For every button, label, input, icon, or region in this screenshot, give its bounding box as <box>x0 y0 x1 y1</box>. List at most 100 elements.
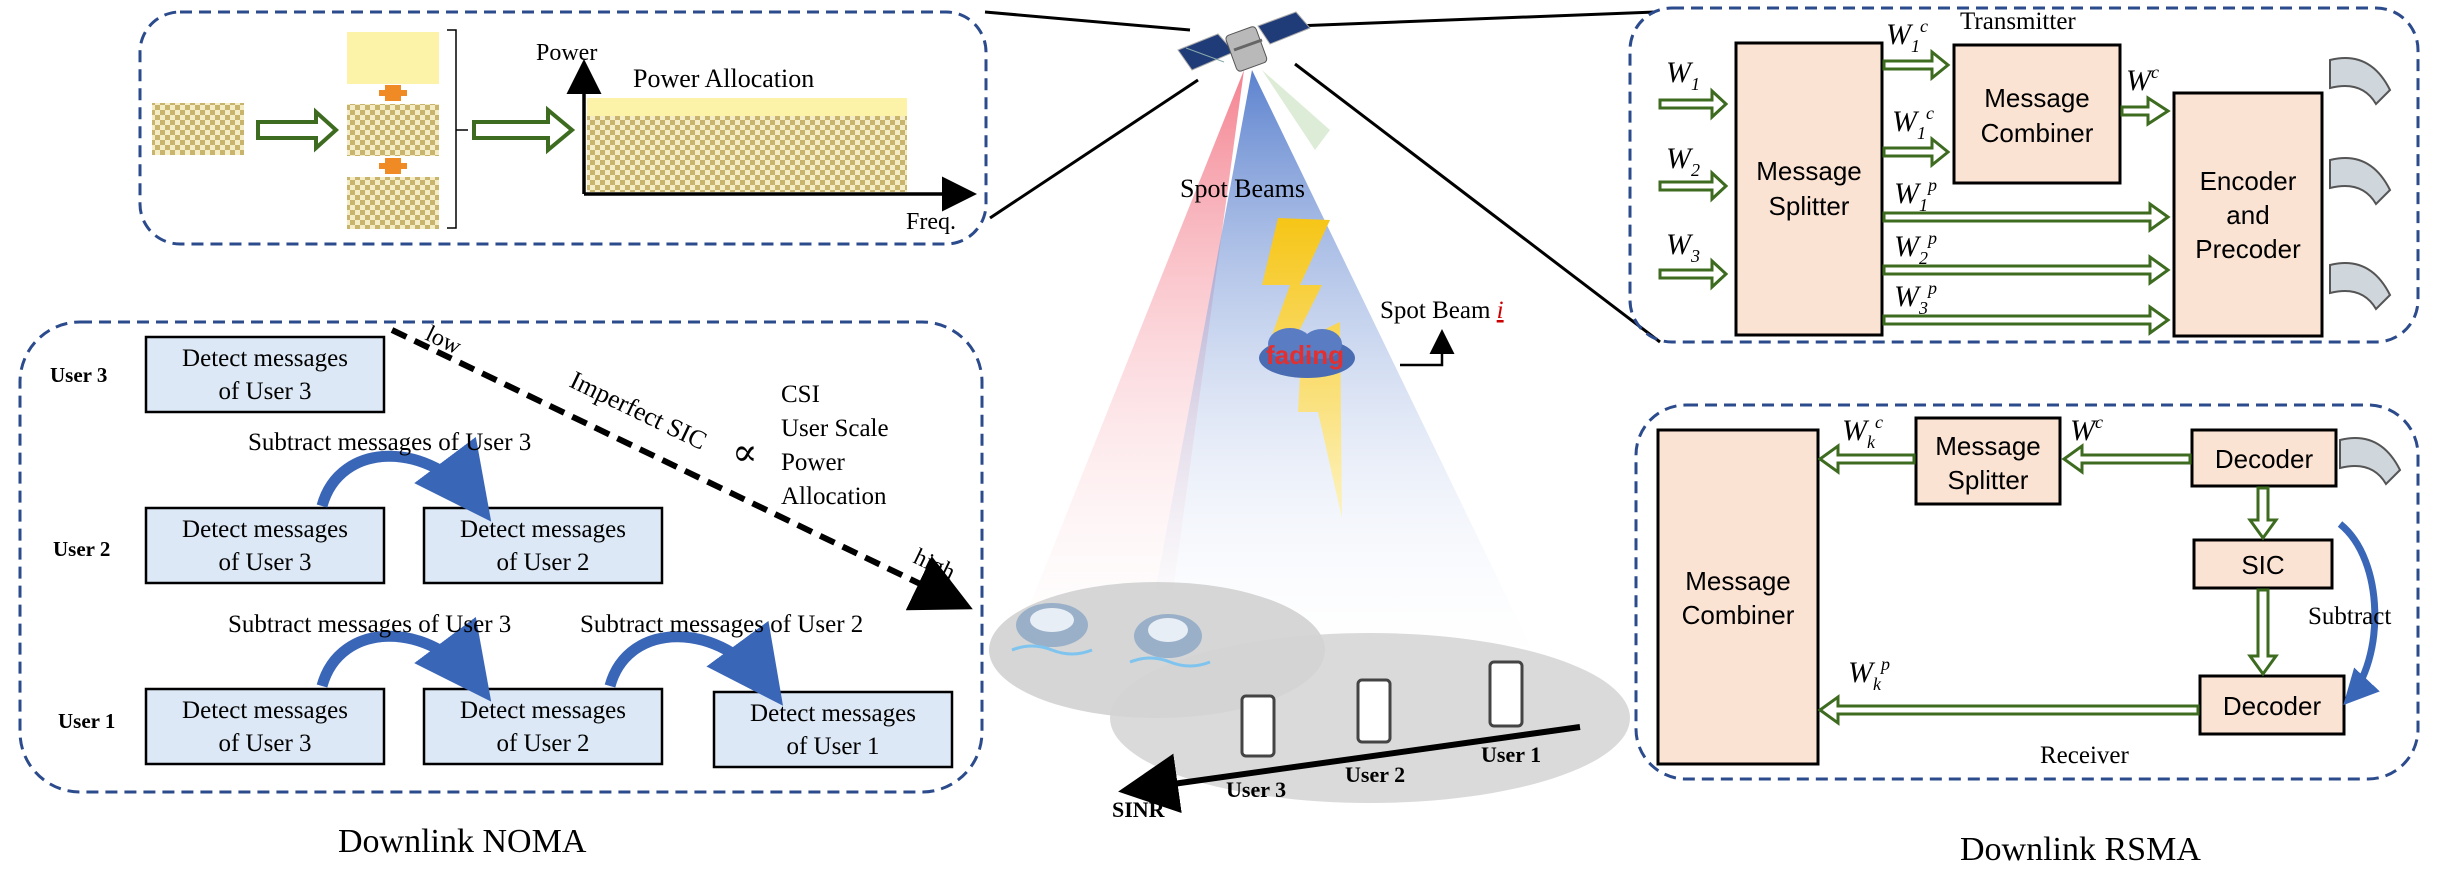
freq-axis-label: Freq. <box>906 209 956 235</box>
svg-text:Detect messages: Detect messages <box>750 700 916 727</box>
detect-box: Detect messages of User 3 <box>144 335 386 414</box>
svg-text:Message: Message <box>1935 431 2041 461</box>
row-label: User 1 <box>58 709 115 733</box>
message-combiner-block: Message Combiner <box>1952 43 2122 185</box>
subtract-label: Subtract messages of User 3 <box>248 429 531 456</box>
wkp-label: Wkp <box>1848 654 1890 694</box>
antenna-icon <box>2329 57 2392 106</box>
input-arrows <box>1658 48 2171 336</box>
w3p-label: W3p <box>1894 278 1937 318</box>
ground-user-label: User 3 <box>1226 777 1286 802</box>
subtract-label: Subtract <box>2308 603 2391 630</box>
rsma-receiver-panel: Message Combiner Message Splitter Decode… <box>1634 403 2420 781</box>
phone-icon <box>1356 678 1392 744</box>
message-splitter-block: Message Splitter <box>1734 41 1884 337</box>
w3-label: W3 <box>1666 228 1700 266</box>
antenna-icon <box>2329 157 2392 206</box>
detect-box: Detect messages of User 2 <box>422 506 664 585</box>
wkc-label: Wkc <box>1842 412 1883 452</box>
rsma-transmitter-panel: Transmitter Message Splitter Message Com… <box>1628 6 2420 344</box>
svg-text:Detect messages: Detect messages <box>182 345 348 372</box>
proportional-symbol: ∝ <box>732 432 758 474</box>
w1c-label: W1c <box>1892 103 1934 143</box>
encoder-precoder-block: Encoder and Precoder <box>2172 91 2324 338</box>
power-axis-label: Power <box>536 40 597 66</box>
svg-text:Message: Message <box>1984 83 2090 113</box>
plus-icon <box>379 85 407 101</box>
allocated-superposed-power <box>587 116 907 192</box>
svg-text:Combiner: Combiner <box>1682 600 1795 630</box>
low-power-layer <box>347 177 439 229</box>
allocated-high-power <box>587 98 907 116</box>
detect-box: Detect messages of User 2 <box>422 687 664 766</box>
power-allocation-label: Power Allocation <box>633 64 814 93</box>
factor-label: Allocation <box>781 483 887 510</box>
detect-box: Detect messages of User 1 <box>712 690 954 769</box>
w1p-label: W1p <box>1894 175 1937 215</box>
svg-text:Message: Message <box>1685 566 1791 596</box>
factor-label: CSI <box>781 381 820 408</box>
fading-label: fading <box>1266 340 1344 370</box>
svg-text:Precoder: Precoder <box>2195 234 2301 264</box>
svg-text:of User 3: of User 3 <box>218 378 311 405</box>
subtract-label: Subtract messages of User 2 <box>580 611 863 638</box>
subtract-arrow <box>604 620 784 706</box>
subtract-curve-arrow <box>2337 521 2380 706</box>
w2p-label: W2p <box>1894 228 1937 268</box>
detect-box: Detect messages of User 3 <box>144 687 386 766</box>
svg-text:Decoder: Decoder <box>2223 691 2322 721</box>
svg-text:SIC: SIC <box>2241 550 2284 580</box>
source-signal-block <box>152 103 244 155</box>
svg-text:Encoder: Encoder <box>2200 166 2297 196</box>
plus-icon <box>379 158 407 174</box>
svg-text:Combiner: Combiner <box>1981 118 2094 148</box>
svg-text:Detect messages: Detect messages <box>460 697 626 724</box>
subtract-arrow <box>316 436 492 522</box>
low-label: low <box>421 321 465 360</box>
cloud-icon <box>1259 328 1355 378</box>
rsma-caption: Downlink RSMA <box>1960 831 2201 868</box>
brace <box>447 29 457 229</box>
detect-box: Detect messages of User 3 <box>144 506 386 585</box>
svg-text:Detect messages: Detect messages <box>460 516 626 543</box>
ground-user-label: User 2 <box>1345 762 1405 787</box>
w1-label: W1 <box>1666 56 1700 94</box>
red-spot-beam <box>1000 70 1244 680</box>
svg-text:Decoder: Decoder <box>2215 444 2314 474</box>
rx-sic-block: SIC <box>2192 538 2334 590</box>
satellite-links <box>984 10 1661 344</box>
spot-beam-i-label: Spot Beam i <box>1380 297 1504 324</box>
rx-decoder-top-block: Decoder <box>2190 428 2338 488</box>
phone-icon <box>1240 694 1276 758</box>
ground-user-label: User 1 <box>1481 742 1541 767</box>
svg-text:Detect messages: Detect messages <box>182 516 348 543</box>
car-icon <box>1129 614 1211 668</box>
svg-text:of User 3: of User 3 <box>218 549 311 576</box>
wc-label: Wc <box>2070 412 2103 447</box>
subtract-arrow <box>316 616 492 702</box>
power-allocation-panel: Power Power Allocation Freq. <box>138 10 988 246</box>
satellite-icon <box>1177 11 1311 72</box>
row-label: User 2 <box>53 537 110 561</box>
row-label: User 3 <box>50 363 107 387</box>
svg-text:Message: Message <box>1756 156 1862 186</box>
mid-power-layer <box>347 104 439 156</box>
svg-text:Splitter: Splitter <box>1948 465 2029 495</box>
merge-arrow <box>472 105 576 155</box>
w1c-label: W1c <box>1886 16 1928 56</box>
receiver-arrows <box>1817 443 2279 726</box>
svg-text:Detect messages: Detect messages <box>182 697 348 724</box>
svg-text:and: and <box>2226 200 2269 230</box>
rx-decoder-bottom-block: Decoder <box>2198 674 2346 736</box>
imperfect-sic-label: Imperfect SIC <box>565 365 711 455</box>
factor-label: User Scale <box>781 415 889 442</box>
spot-beams-label: Spot Beams <box>1180 174 1305 203</box>
svg-text:of User 1: of User 1 <box>786 733 879 760</box>
noma-caption: Downlink NOMA <box>338 823 587 860</box>
factor-label: Power <box>781 449 846 476</box>
subtract-label: Subtract messages of User 3 <box>228 611 511 638</box>
signal-labels: W1 W2 W3 W1c W1c Wc W1p W2p W3p <box>1666 16 2159 318</box>
rx-signal-labels: Wkc Wc Wkp <box>1842 412 2103 694</box>
sinr-label: SINR <box>1112 797 1166 822</box>
